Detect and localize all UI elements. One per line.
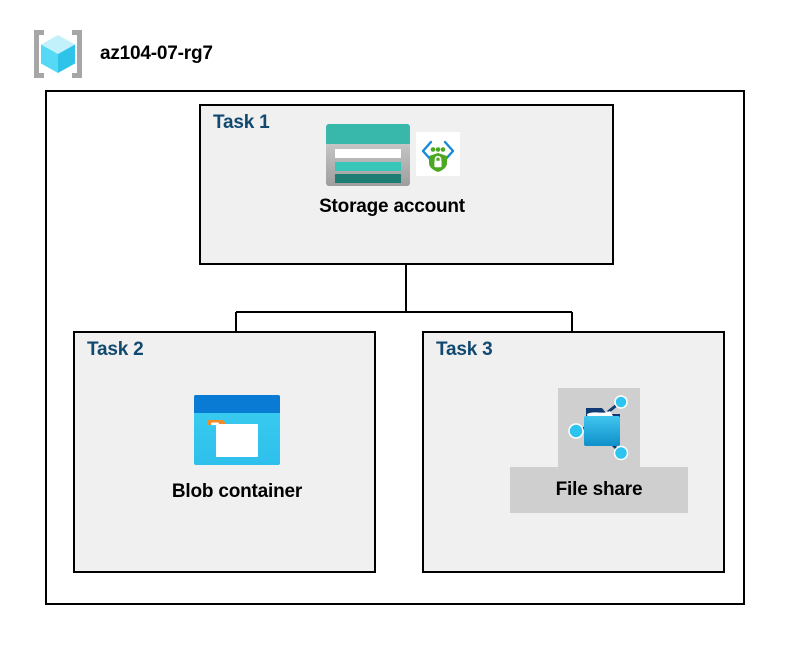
storage-account-caption: Storage account <box>319 196 465 217</box>
blob-container-caption: Blob container <box>171 481 303 502</box>
blob-container-node[interactable]: Blob container <box>152 393 322 503</box>
file-share-icon <box>564 394 634 462</box>
storage-account-icon-row <box>324 122 460 192</box>
azure-resource-group-icon <box>30 28 86 80</box>
storage-account-icon <box>324 122 412 188</box>
task-1-label: Task 1 <box>213 112 270 133</box>
blob-container-icon <box>192 393 282 467</box>
task-3-label: Task 3 <box>436 339 493 360</box>
task-2-label: Task 2 <box>87 339 144 360</box>
file-share-selection-highlight <box>558 388 640 467</box>
file-share-caption-highlight: File share <box>510 467 688 513</box>
resource-group-header: az104-07-rg7 <box>30 28 213 80</box>
file-share-caption: File share <box>555 479 643 500</box>
secure-endpoint-icon <box>416 122 460 176</box>
file-share-node[interactable]: File share <box>510 388 688 513</box>
resource-group-title: az104-07-rg7 <box>100 43 213 64</box>
storage-account-node[interactable]: Storage account <box>299 122 485 218</box>
